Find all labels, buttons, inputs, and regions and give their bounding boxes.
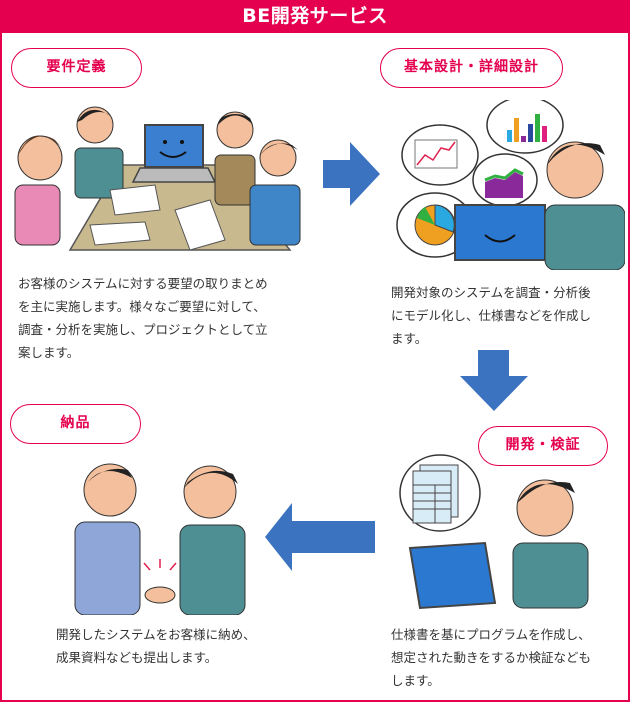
description-line: にモデル化し、仕様書などを作成し [391, 308, 592, 323]
arrow-right-icon [323, 142, 380, 206]
development-illustration [399, 454, 589, 610]
description-line: 想定された動きをするか検証なども [391, 650, 592, 665]
handshake-illustration [74, 463, 246, 615]
step-description-design: 開発対象のシステムを調査・分析後 にモデル化し、仕様書などを作成し ます。 [391, 281, 621, 350]
step-label-development: 開発・検証 [478, 426, 608, 466]
description-line: 仕様書を基にプログラムを作成し、 [391, 627, 591, 642]
description-line: お客様のシステムに対する要望の取りまとめ [18, 276, 268, 291]
description-line: します。 [391, 673, 440, 688]
step-label-requirements: 要件定義 [11, 48, 142, 88]
description-line: 調査・分析を実施し、プロジェクトとして立 [18, 322, 268, 337]
step-description-requirements: お客様のシステムに対する要望の取りまとめ を主に実施します。様々なご要望に対して… [18, 272, 308, 364]
description-line: 開発したシステムをお客様に納め、 [56, 627, 256, 642]
step-description-development: 仕様書を基にプログラムを作成し、 想定された動きをするか検証なども します。 [391, 623, 621, 692]
description-line: 案します。 [18, 345, 80, 360]
design-illustration [396, 100, 625, 270]
description-line: ます。 [391, 331, 428, 346]
description-line: 開発対象のシステムを調査・分析後 [391, 285, 591, 300]
arrow-down-icon [460, 350, 528, 411]
description-line: 成果資料なども提出します。 [56, 650, 218, 665]
meeting-illustration [14, 106, 301, 251]
step-label-design: 基本設計・詳細設計 [380, 48, 563, 88]
arrow-left-icon [265, 503, 375, 571]
page-title: BE開発サービス [0, 0, 630, 33]
description-line: を主に実施します。様々なご要望に対して、 [18, 299, 266, 314]
step-label-delivery: 納品 [10, 404, 141, 444]
step-description-delivery: 開発したシステムをお客様に納め、 成果資料なども提出します。 [56, 623, 316, 669]
